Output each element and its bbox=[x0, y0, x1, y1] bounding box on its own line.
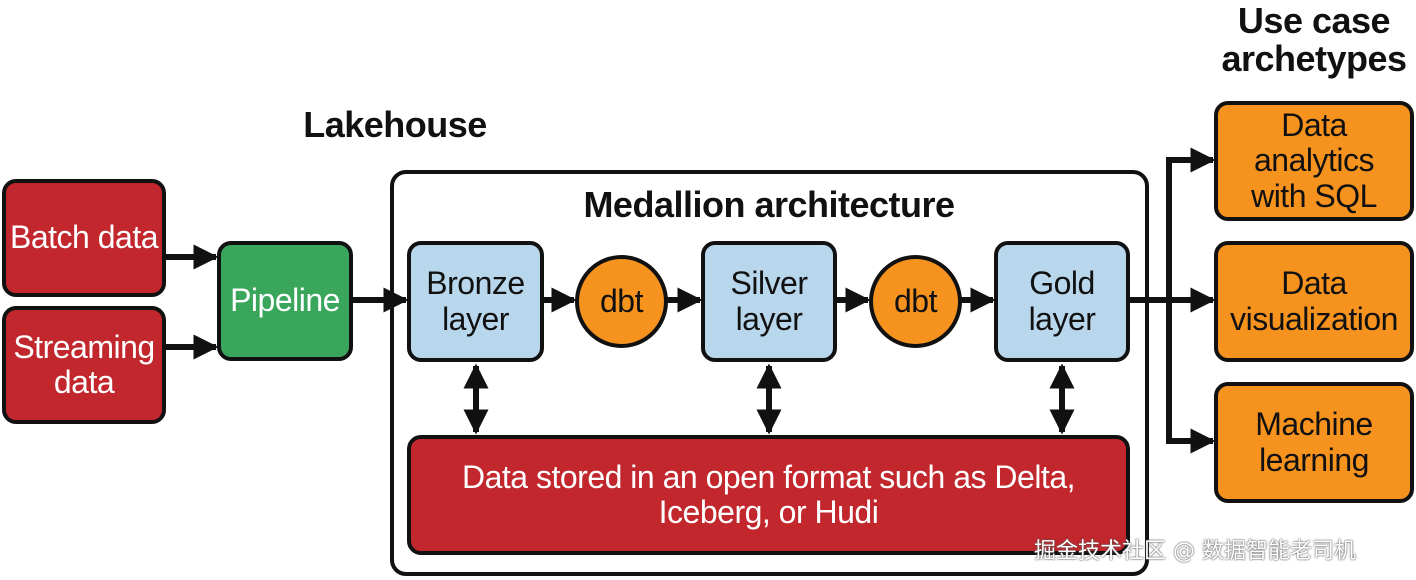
gold-layer-box: Gold layer bbox=[994, 241, 1130, 362]
silver-layer-box: Silver layer bbox=[701, 241, 837, 362]
gold-layer-label: Gold layer bbox=[1028, 265, 1096, 337]
lakehouse-frame bbox=[390, 170, 1149, 576]
bronze-layer-label: Bronze layer bbox=[426, 265, 525, 337]
data-visualization-label: Data visualization bbox=[1230, 265, 1398, 337]
dbt-circle-2: dbt bbox=[869, 255, 962, 348]
streaming-data-label: Streaming data bbox=[13, 328, 155, 400]
dbt-label-1: dbt bbox=[600, 283, 643, 319]
data-analytics-sql-box: Data analytics with SQL bbox=[1214, 101, 1414, 221]
data-visualization-box: Data visualization bbox=[1214, 241, 1414, 362]
open-format-storage-label: Data stored in an open format such as De… bbox=[461, 458, 1076, 530]
bronze-layer-box: Bronze layer bbox=[407, 241, 544, 362]
machine-learning-label: Machine learning bbox=[1255, 406, 1373, 478]
use-case-archetypes-heading: Use case archetypes bbox=[1221, 0, 1407, 79]
pipeline-box: Pipeline bbox=[217, 241, 353, 361]
pipeline-label: Pipeline bbox=[230, 282, 340, 319]
dbt-label-2: dbt bbox=[894, 283, 937, 319]
lakehouse-heading: Lakehouse bbox=[303, 104, 487, 145]
batch-data-label: Batch data bbox=[10, 219, 159, 256]
silver-layer-label: Silver layer bbox=[730, 265, 808, 337]
open-format-storage-box: Data stored in an open format such as De… bbox=[407, 435, 1130, 555]
dbt-circle-1: dbt bbox=[575, 255, 668, 348]
watermark-text: 掘金技术社区 @ 数据智能老司机 bbox=[1034, 539, 1356, 564]
medallion-architecture-heading: Medallion architecture bbox=[583, 184, 955, 225]
batch-data-box: Batch data bbox=[2, 179, 166, 297]
data-analytics-sql-label: Data analytics with SQL bbox=[1251, 107, 1377, 214]
machine-learning-box: Machine learning bbox=[1214, 382, 1414, 503]
streaming-data-box: Streaming data bbox=[2, 306, 166, 424]
